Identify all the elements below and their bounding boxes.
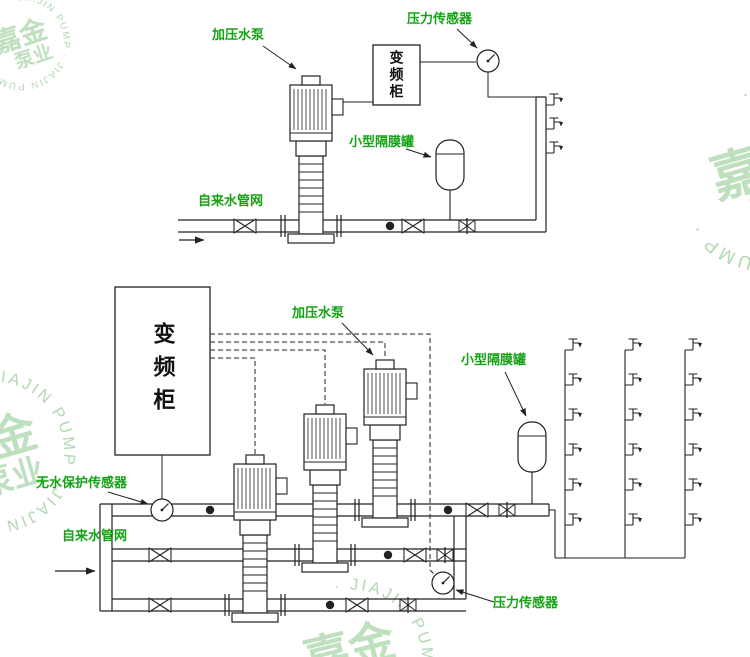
label-bottom-tank: 小型隔膜罐	[461, 352, 527, 367]
pipe-junction-dot	[205, 505, 215, 515]
faucet-symbol	[624, 408, 643, 421]
booster-pump-symbol	[294, 404, 358, 573]
diaphragm-tank-symbol	[435, 139, 465, 191]
distribution-grid-pipes	[549, 350, 686, 559]
label-arrow-tank	[504, 371, 527, 417]
gate-valve-symbol	[148, 597, 172, 613]
label-top-pressure-sensor: 压力传感器	[407, 11, 473, 26]
faucet-symbol	[624, 338, 643, 351]
dry-run-sensor-symbol	[150, 498, 174, 522]
pipe-junction-dot	[443, 505, 453, 515]
suction-header-pipe	[99, 503, 113, 612]
label-bottom-pump: 加压水泵	[292, 305, 345, 320]
faucet-symbol	[624, 373, 643, 386]
control-wire-pump-3	[210, 341, 386, 359]
diagram-bottom	[55, 286, 703, 623]
gate-valve-symbol	[148, 547, 172, 563]
control-wire-pump-2	[210, 349, 326, 404]
faucet-symbol	[684, 443, 703, 456]
gate-valve-symbol	[401, 218, 425, 234]
diaphragm-tank-symbol	[517, 421, 547, 473]
pressure-sensor-symbol	[431, 571, 455, 595]
watermark-logo: 嘉金 泵业 · JIAJIN PUMP · JIAJIN PUMP ·	[0, 0, 85, 104]
discharge-header-pipe	[453, 516, 467, 599]
faucet-symbol	[564, 408, 583, 421]
watermark-logo: 嘉金 泵业 · JIAJIN PUMP · JIAJIN PUMP ·	[0, 348, 98, 556]
vfd-cabinet-bottom-label: 变频柜	[150, 321, 176, 421]
faucet-symbol	[545, 117, 564, 130]
label-top-pump: 加压水泵	[212, 27, 265, 42]
faucet-symbol	[624, 443, 643, 456]
pipe-junction-dot	[385, 221, 395, 231]
faucet-symbol	[684, 513, 703, 526]
label-bottom-water-supply: 自来水管网	[62, 528, 128, 543]
faucet-symbol	[684, 478, 703, 491]
label-top-tank: 小型隔膜罐	[349, 134, 415, 149]
gate-valve-symbol	[403, 547, 427, 563]
main-pipe	[178, 219, 546, 233]
label-top-water-supply: 自来水管网	[198, 193, 264, 208]
gate-valve-symbol	[465, 502, 489, 518]
vfd-cabinet-box	[372, 44, 421, 106]
faucet-symbol	[564, 513, 583, 526]
label-arrow-pump	[262, 45, 297, 70]
label-arrow-pressure-sensor	[455, 589, 495, 603]
booster-pump-symbol	[280, 75, 344, 244]
watermark-cn-main: 嘉金	[704, 124, 750, 210]
pipe-junction-dot	[383, 550, 393, 560]
faucet-symbol	[564, 338, 583, 351]
faucet-symbol	[684, 373, 703, 386]
faucet-symbol	[624, 478, 643, 491]
faucet-symbol	[624, 513, 643, 526]
vfd-cabinet-top-label: 变频柜	[388, 49, 405, 101]
control-wire-pressure-sensor	[210, 333, 438, 578]
faucet-symbol	[564, 373, 583, 386]
riser-pipe	[535, 96, 547, 232]
label-bottom-pressure-sensor: 压力传感器	[493, 595, 559, 610]
label-arrow-dry-run-sensor	[107, 491, 149, 505]
sensor-tap-pipe	[487, 72, 536, 98]
watermark-cn-sub: 泵业	[746, 176, 750, 237]
gate-valve-symbol	[233, 218, 257, 234]
pressure-sensor-symbol	[476, 49, 500, 73]
faucet-symbol	[545, 141, 564, 154]
label-arrow-pressure-sensor	[456, 28, 478, 49]
faucet-symbol	[684, 338, 703, 351]
vfd-cabinet-box	[114, 286, 211, 456]
booster-pump-symbol	[354, 359, 418, 528]
label-arrow-tank	[405, 148, 432, 158]
gate-valve-symbol	[345, 597, 369, 613]
label-bottom-dry-run-sensor: 无水保护传感器	[36, 475, 128, 490]
faucet-symbol	[564, 478, 583, 491]
faucet-symbol	[684, 408, 703, 421]
faucet-symbol	[564, 443, 583, 456]
label-arrow-pump	[341, 322, 374, 356]
pipe-junction-dot	[325, 600, 335, 610]
faucet-symbol	[545, 93, 564, 106]
diagram-top	[178, 28, 564, 244]
watermark-cn-main: 嘉金	[299, 613, 402, 657]
booster-pump-symbol	[224, 454, 288, 623]
watermark-logo: 嘉金 泵业 · JIAJIN PUMP · JIAJIN PUMP ·	[649, 57, 750, 298]
control-wire-pump-1	[210, 357, 256, 454]
